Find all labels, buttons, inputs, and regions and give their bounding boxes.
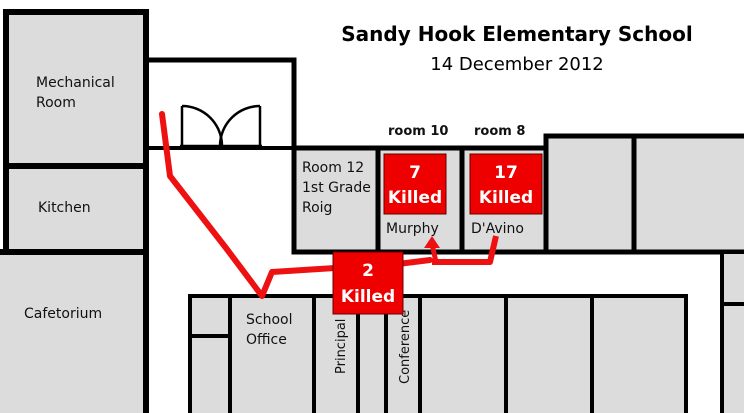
room-lower-7 (504, 294, 594, 413)
room-lower-8 (590, 294, 688, 413)
room-east-4 (720, 302, 744, 413)
map-title: Sandy Hook Elementary School (341, 22, 692, 46)
vestibule-wall (146, 57, 297, 148)
casualty-count-hallway: 2 (362, 261, 374, 281)
label-mechanical-2: Room (36, 95, 76, 111)
label-principal: Principal (334, 319, 349, 374)
label-school-office-2: Office (246, 332, 287, 348)
label-davino: D'Avino (471, 221, 524, 237)
room-lower-2 (188, 334, 232, 413)
label-room12-1: Room 12 (302, 160, 364, 176)
casualty-box-room8: 17 Killed (469, 153, 543, 215)
label-room12-3: Roig (302, 200, 332, 216)
label-murphy: Murphy (386, 221, 439, 237)
room-cafetorium (0, 249, 149, 413)
room-12 (291, 145, 381, 255)
label-mechanical-1: Mechanical (36, 75, 115, 91)
room-east-2 (631, 133, 744, 255)
label-cafetorium: Cafetorium (24, 306, 102, 322)
casualty-label-hallway: Killed (341, 287, 395, 307)
map-date: 14 December 2012 (430, 54, 604, 75)
casualty-box-room10: 7 Killed (383, 153, 447, 215)
room-east-1 (543, 133, 637, 255)
room-lower-1 (188, 294, 232, 338)
room-east-3 (720, 250, 744, 306)
casualty-count-room8: 17 (494, 163, 518, 183)
arrow-up-icon (424, 236, 440, 248)
entrance-double-door-icon (180, 104, 262, 148)
label-kitchen: Kitchen (38, 200, 91, 216)
label-room12-2: 1st Grade (302, 180, 371, 196)
label-room10: room 10 (388, 124, 448, 139)
casualty-box-hallway: 2 Killed (332, 251, 404, 315)
casualty-count-room10: 7 (409, 163, 421, 183)
shooter-path-to-room8 (432, 235, 499, 265)
room-lower-6 (418, 294, 508, 413)
casualty-label-room8: Killed (479, 188, 533, 208)
label-room8: room 8 (474, 124, 525, 139)
label-school-office-1: School (246, 312, 292, 328)
label-conference: Conference (398, 310, 413, 384)
casualty-label-room10: Killed (388, 188, 442, 208)
